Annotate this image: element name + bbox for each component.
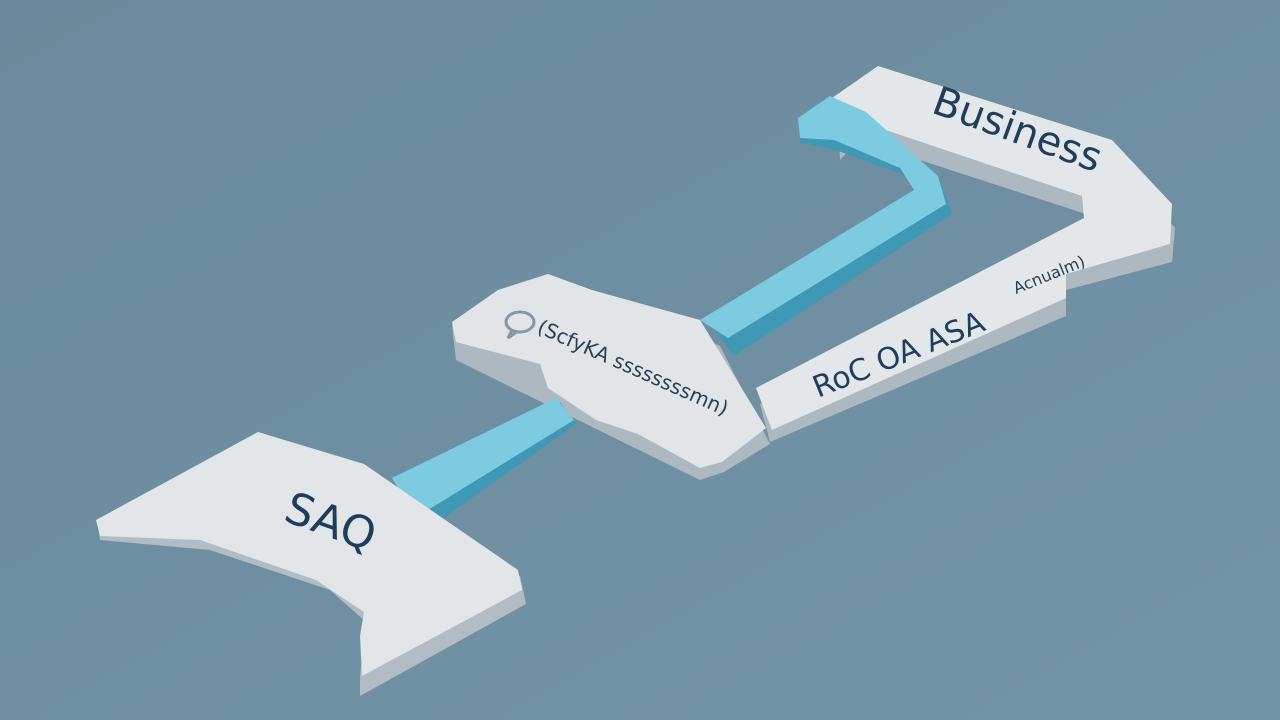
connector-upper — [700, 96, 952, 356]
middle-node: (ScfyKA ssssssssmn) RoC OA ASA — [452, 274, 990, 480]
connector-lower — [392, 398, 576, 526]
chat-bubble-icon — [504, 310, 536, 340]
saq-node: SAQ — [96, 432, 526, 696]
